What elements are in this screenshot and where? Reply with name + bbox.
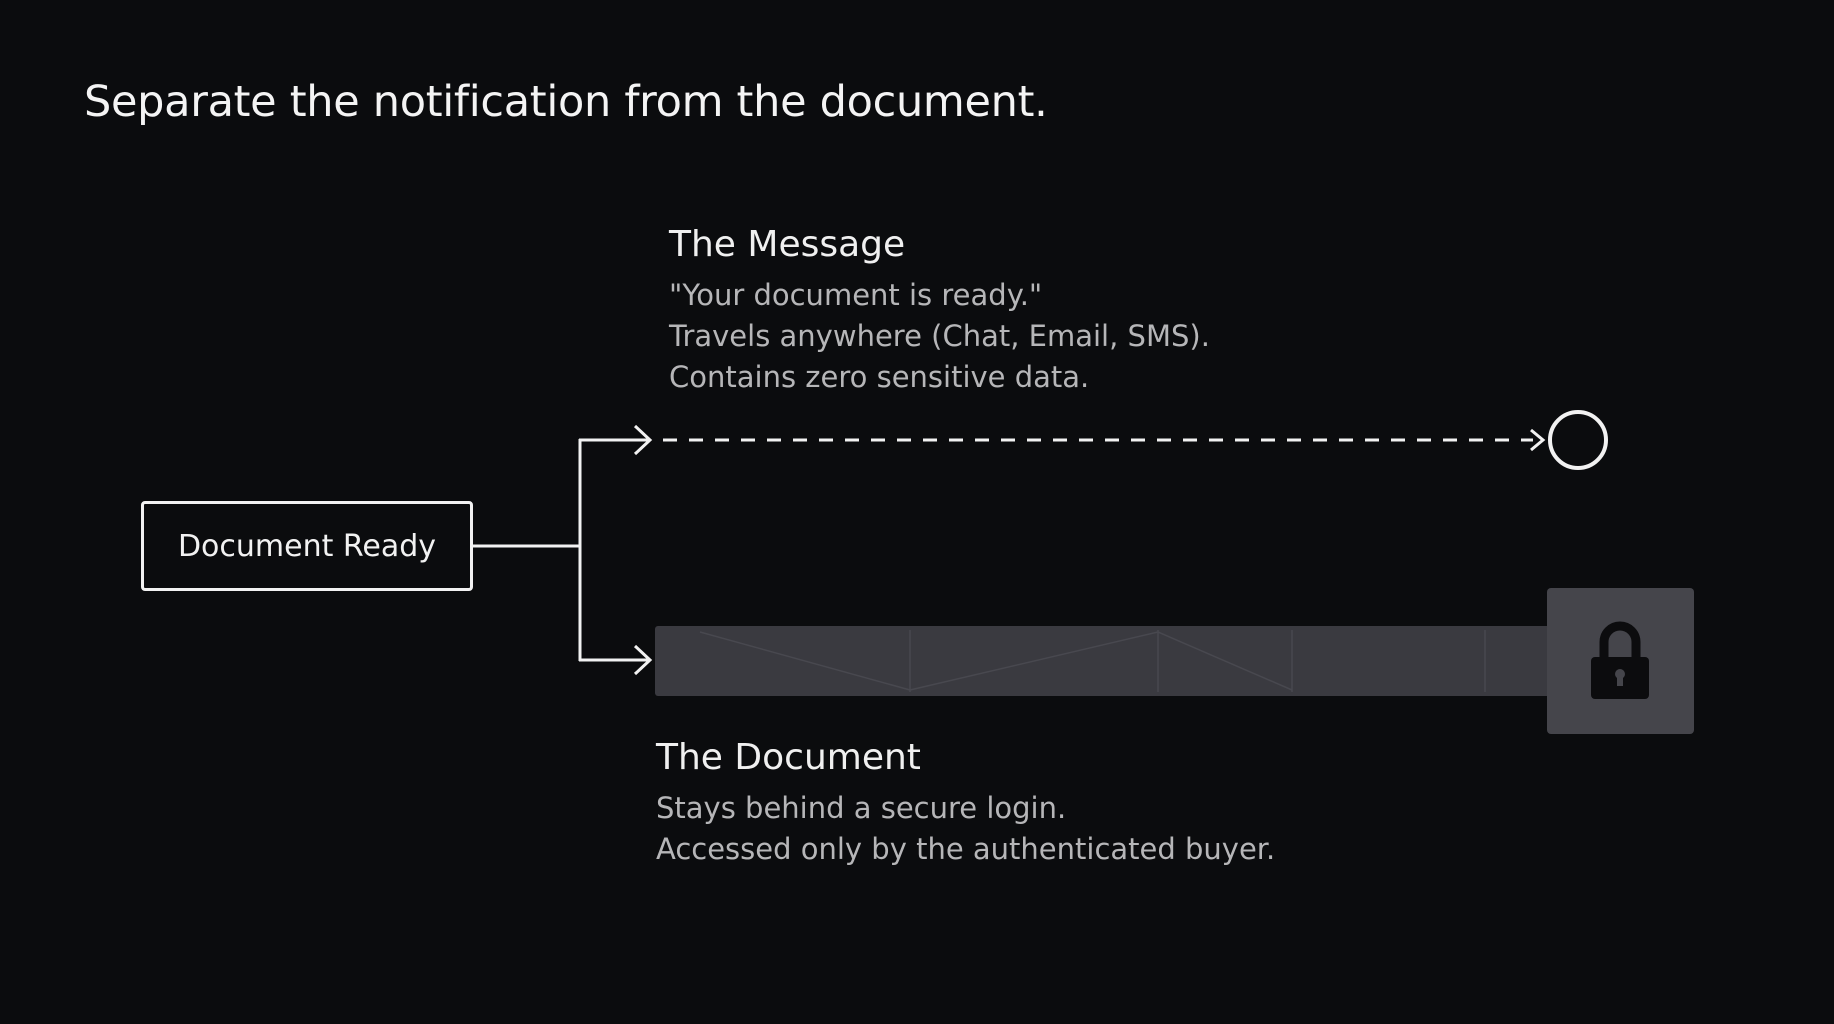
page-title: Separate the notification from the docum… [84,77,1048,127]
document-branch-arrow [633,644,653,676]
message-heading: The Message [669,224,906,265]
document-ready-node: Document Ready [141,501,473,591]
document-block: The Document Stays behind a secure login… [656,736,1275,870]
document-bar [655,626,1550,696]
message-line: "Your document is ready." [669,278,1043,312]
message-path-arrow [1530,428,1546,452]
message-line: Contains zero sensitive data. [669,360,1090,394]
document-line: Stays behind a secure login. [656,791,1067,825]
document-bar-texture [699,630,1486,692]
circle-endpoint-icon [1548,410,1608,470]
lock-icon [1591,621,1649,699]
document-heading: The Document [656,737,921,778]
document-ready-label: Document Ready [177,528,437,564]
message-branch-arrow [633,424,653,456]
message-block: The Message "Your document is ready." Tr… [669,223,1210,398]
document-line: Accessed only by the authenticated buyer… [656,832,1276,866]
message-line: Travels anywhere (Chat, Email, SMS). [669,319,1210,353]
